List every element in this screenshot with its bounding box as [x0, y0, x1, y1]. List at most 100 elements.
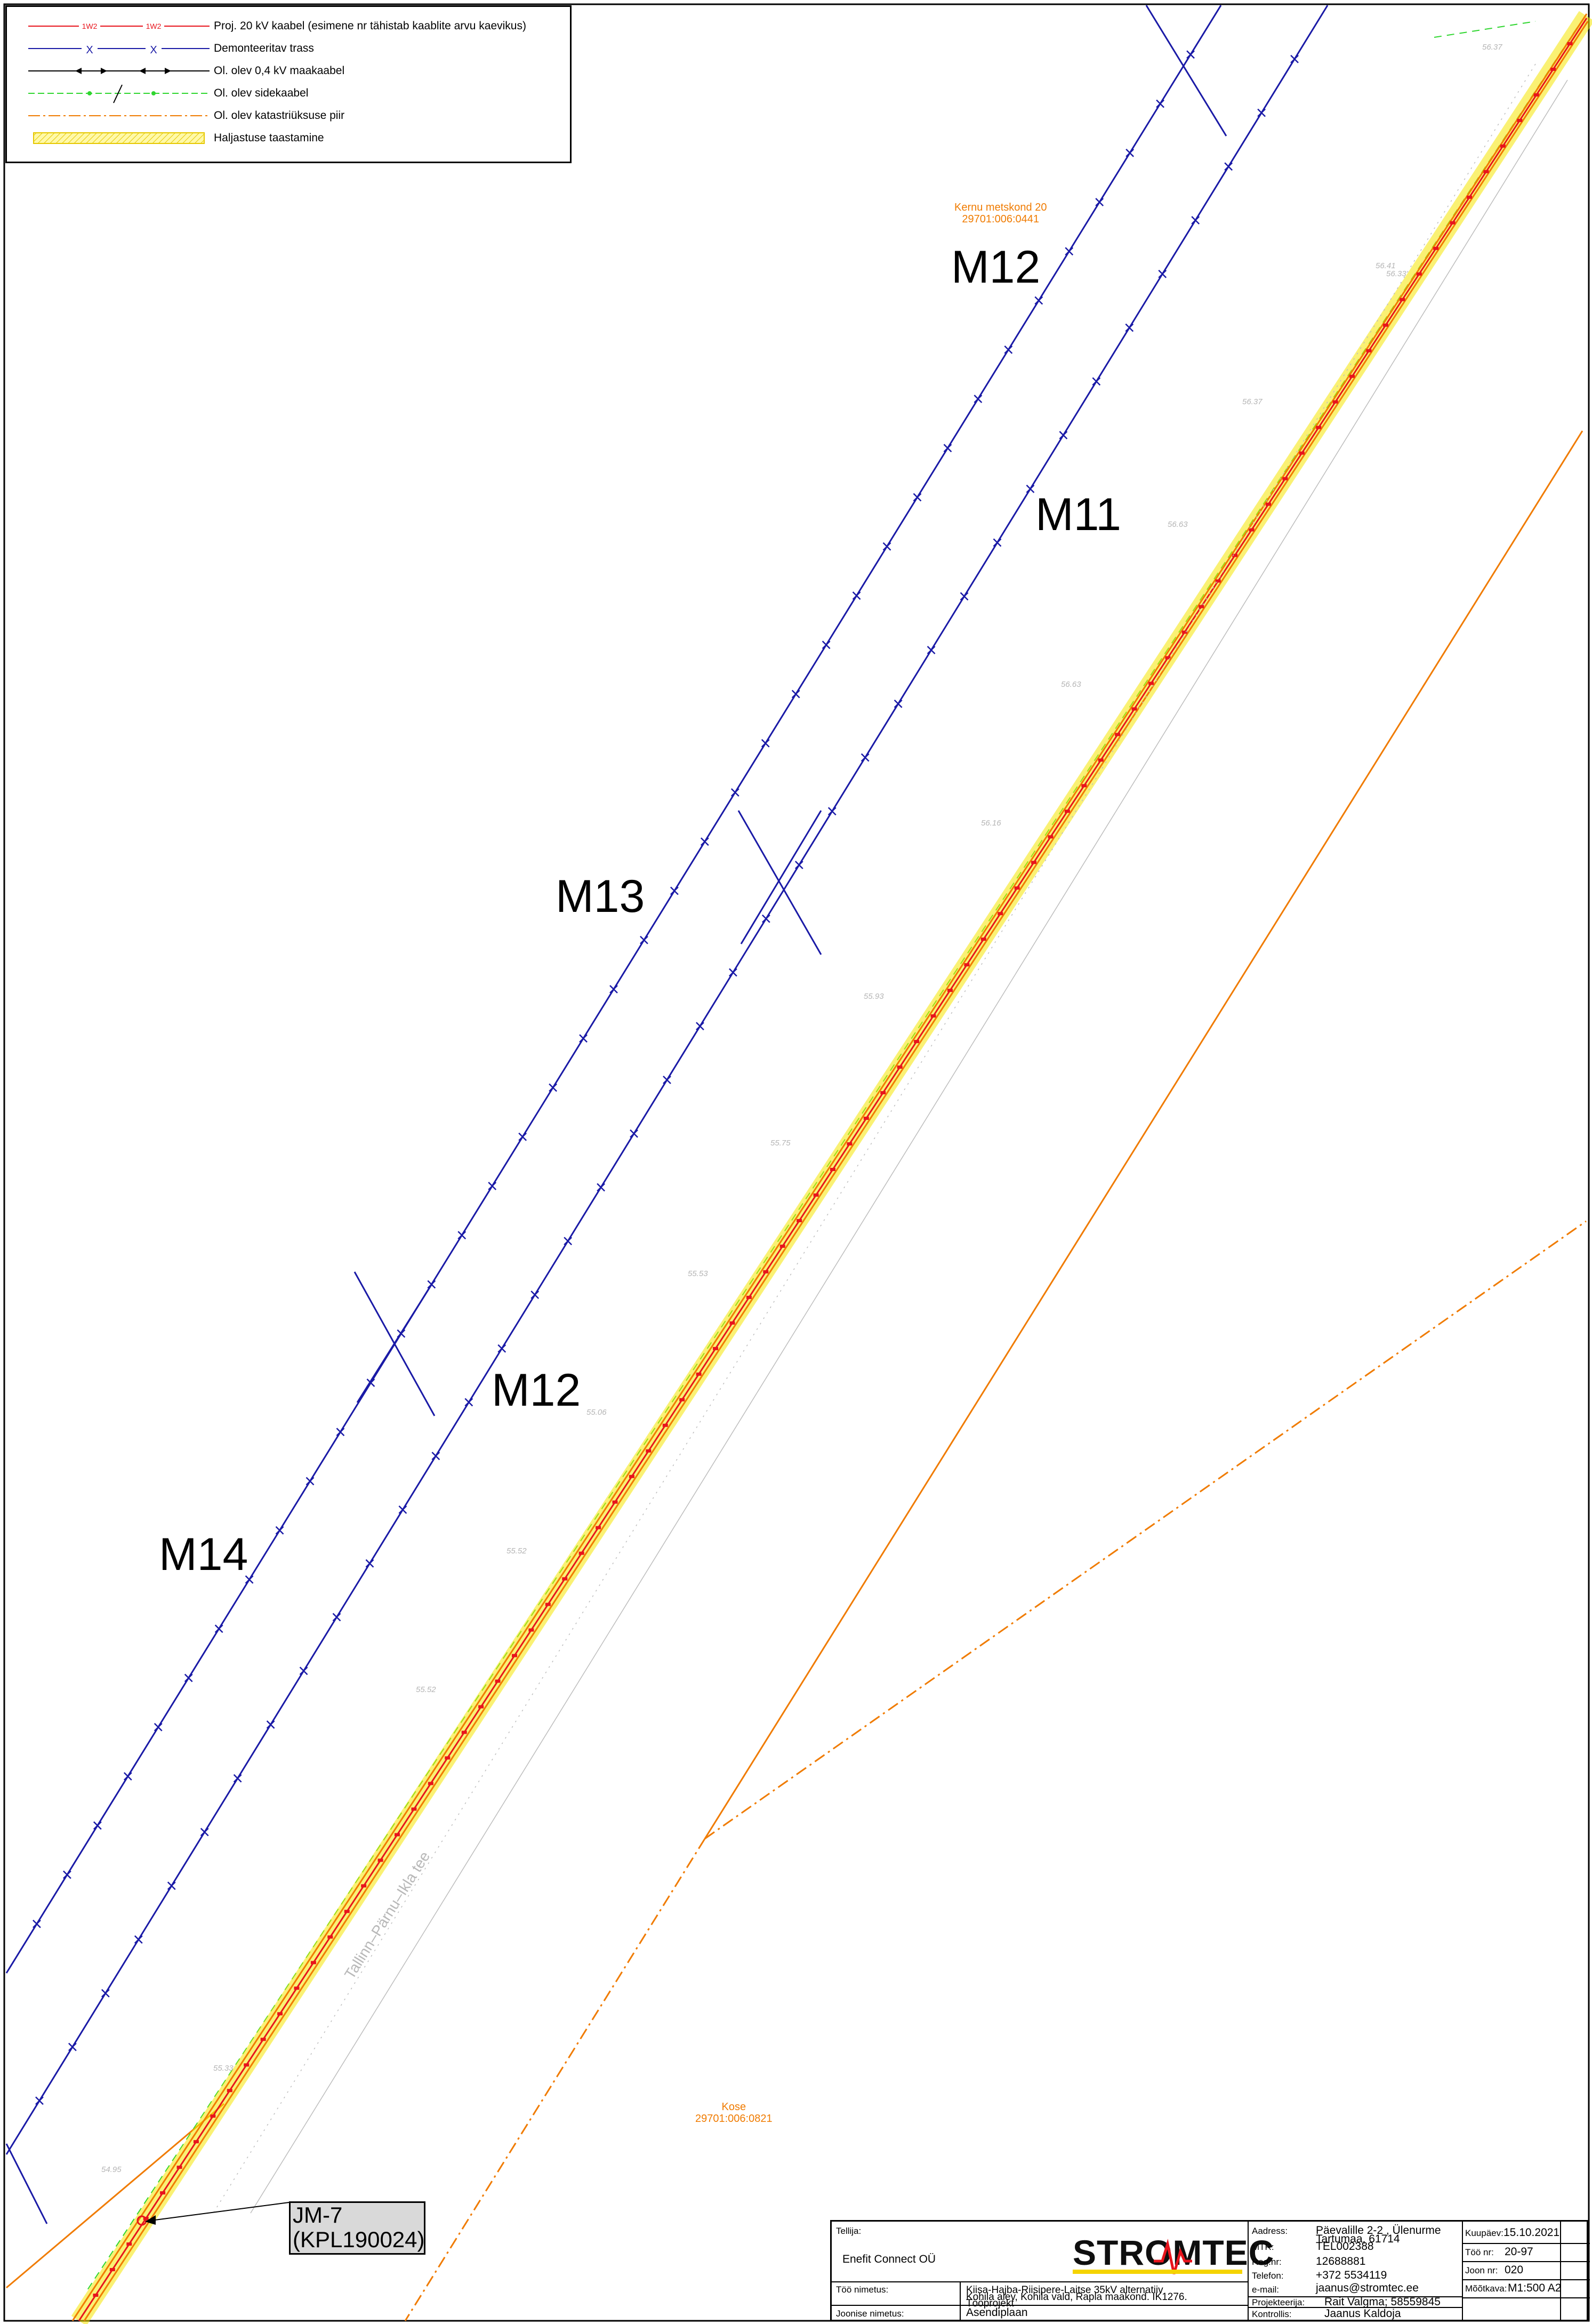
cable-marker [830, 1168, 835, 1171]
cable-marker [1031, 861, 1037, 864]
parcel-name: Kernu metskond 20 [954, 202, 1047, 213]
kontrollis-value: Jaanus Kaldoja [1324, 2307, 1401, 2320]
cable-marker [998, 912, 1003, 916]
cable-marker [1014, 886, 1020, 890]
x-marker [1186, 50, 1195, 59]
cadastral-line [704, 1220, 1587, 1840]
x-marker [1125, 323, 1134, 332]
projekteerija-label: Projekteerija: [1252, 2297, 1305, 2307]
cable-marker [395, 1833, 400, 1837]
cable-marker [947, 989, 953, 992]
cable-marker [612, 1500, 618, 1504]
cable-marker [1148, 682, 1154, 685]
tellija-value: Enefit Connect OÜ [842, 2253, 936, 2265]
cable-marker [1316, 426, 1322, 429]
x-marker [63, 1870, 71, 1879]
x-marker [1004, 345, 1013, 354]
cable-marker [596, 1526, 601, 1529]
x-marker [1059, 431, 1068, 439]
cable-marker [1332, 400, 1338, 404]
x-marker [431, 1452, 440, 1461]
cable-marker [478, 1705, 484, 1709]
x-marker [266, 1720, 275, 1729]
cable-marker [1282, 477, 1288, 480]
cadastral-line [404, 1838, 706, 2321]
cadastral-line [6, 2103, 224, 2289]
x-marker [852, 591, 861, 600]
x-marker [200, 1828, 209, 1837]
cable-marker [109, 2268, 115, 2272]
telefon-value: +372 5534119 [1316, 2269, 1387, 2281]
mootkava-label: Mõõtkava: [1465, 2283, 1507, 2294]
cable-marker [1064, 810, 1070, 813]
aadress-line2: Tartumaa, 61714 [1316, 2233, 1400, 2245]
title-block: Tellija: Enefit Connect OÜ STROMTEC Töö … [830, 2220, 1590, 2321]
cable-marker [545, 1602, 551, 1606]
elevation-point: 55.75 [770, 1139, 791, 1148]
x-marker [943, 444, 952, 453]
x-marker [960, 592, 969, 601]
mootkava-value: M1:500 A2 [1508, 2282, 1562, 2294]
joint-code: (KPL190024) [293, 2227, 425, 2252]
x-marker [1158, 269, 1167, 278]
x-marker [861, 753, 870, 762]
svg-text:1W2: 1W2 [82, 22, 98, 30]
band-edge [83, 21, 1589, 2321]
regnr-value: 12688881 [1316, 2255, 1366, 2267]
road-edge-hatch [213, 63, 1568, 2214]
cable-marker [779, 1244, 785, 1248]
cable-marker [930, 1014, 936, 1018]
legend-symbol-green-cable [28, 84, 210, 103]
dismantled-crossing [5, 2143, 48, 2224]
cadastral-line [704, 430, 1583, 1839]
joonnr-label: Joon nr: [1465, 2265, 1498, 2275]
joint-label-jm7: JM-7 (KPL190024) [289, 2201, 425, 2255]
cable-marker [1533, 93, 1539, 97]
greenery-restoration-band [71, 11, 1592, 2324]
regnr-label: Reg.nr: [1252, 2257, 1282, 2267]
elevation-point: 55.52 [416, 1685, 436, 1694]
legend-label: Ol. olev sidekaabel [214, 87, 309, 99]
x-marker [1026, 484, 1035, 493]
x-marker [761, 914, 770, 923]
cable-marker [847, 1142, 853, 1146]
legend-item-04kv: Ol. olev 0,4 kV maakaabel [7, 61, 570, 83]
x-marker [761, 739, 770, 748]
cable-marker [1199, 605, 1204, 608]
cable-marker [1249, 528, 1255, 532]
cable-marker [1500, 144, 1506, 148]
cable-marker [1081, 784, 1087, 788]
x-marker [597, 1183, 605, 1192]
email-value[interactable]: jaanus@stromtec.ee [1316, 2282, 1419, 2294]
x-marker [670, 886, 679, 895]
cable-marker [1349, 374, 1355, 378]
x-marker [894, 699, 903, 708]
x-marker [696, 1022, 704, 1031]
x-marker [579, 1034, 588, 1043]
x-marker [134, 1935, 143, 1944]
cable-marker [1567, 42, 1573, 45]
cable-marker [176, 2166, 182, 2169]
x-marker [1065, 247, 1074, 256]
elevation-point: 55.53 [688, 1269, 708, 1278]
cable-marker [361, 1884, 367, 1888]
legend-symbol-yellow-hatch [33, 132, 205, 144]
x-marker [1290, 54, 1299, 63]
x-marker [233, 1774, 242, 1783]
x-marker [464, 1398, 473, 1407]
telecom-line [1434, 21, 1536, 38]
tellija-label: Tellija: [836, 2226, 862, 2236]
x-marker [1125, 148, 1135, 157]
elevation-point: 56.16 [981, 819, 1001, 828]
joonisenimetus-value: Asendiplaan [966, 2306, 1028, 2319]
x-marker [822, 640, 831, 650]
cable-marker [980, 937, 986, 941]
x-marker [497, 1344, 506, 1353]
x-marker [640, 935, 648, 944]
cable-marker [1483, 170, 1489, 173]
elevation-point: 55.93 [864, 992, 884, 1001]
x-marker [729, 968, 737, 977]
dismantled-routes [5, 5, 1329, 2224]
x-marker [1034, 296, 1043, 305]
